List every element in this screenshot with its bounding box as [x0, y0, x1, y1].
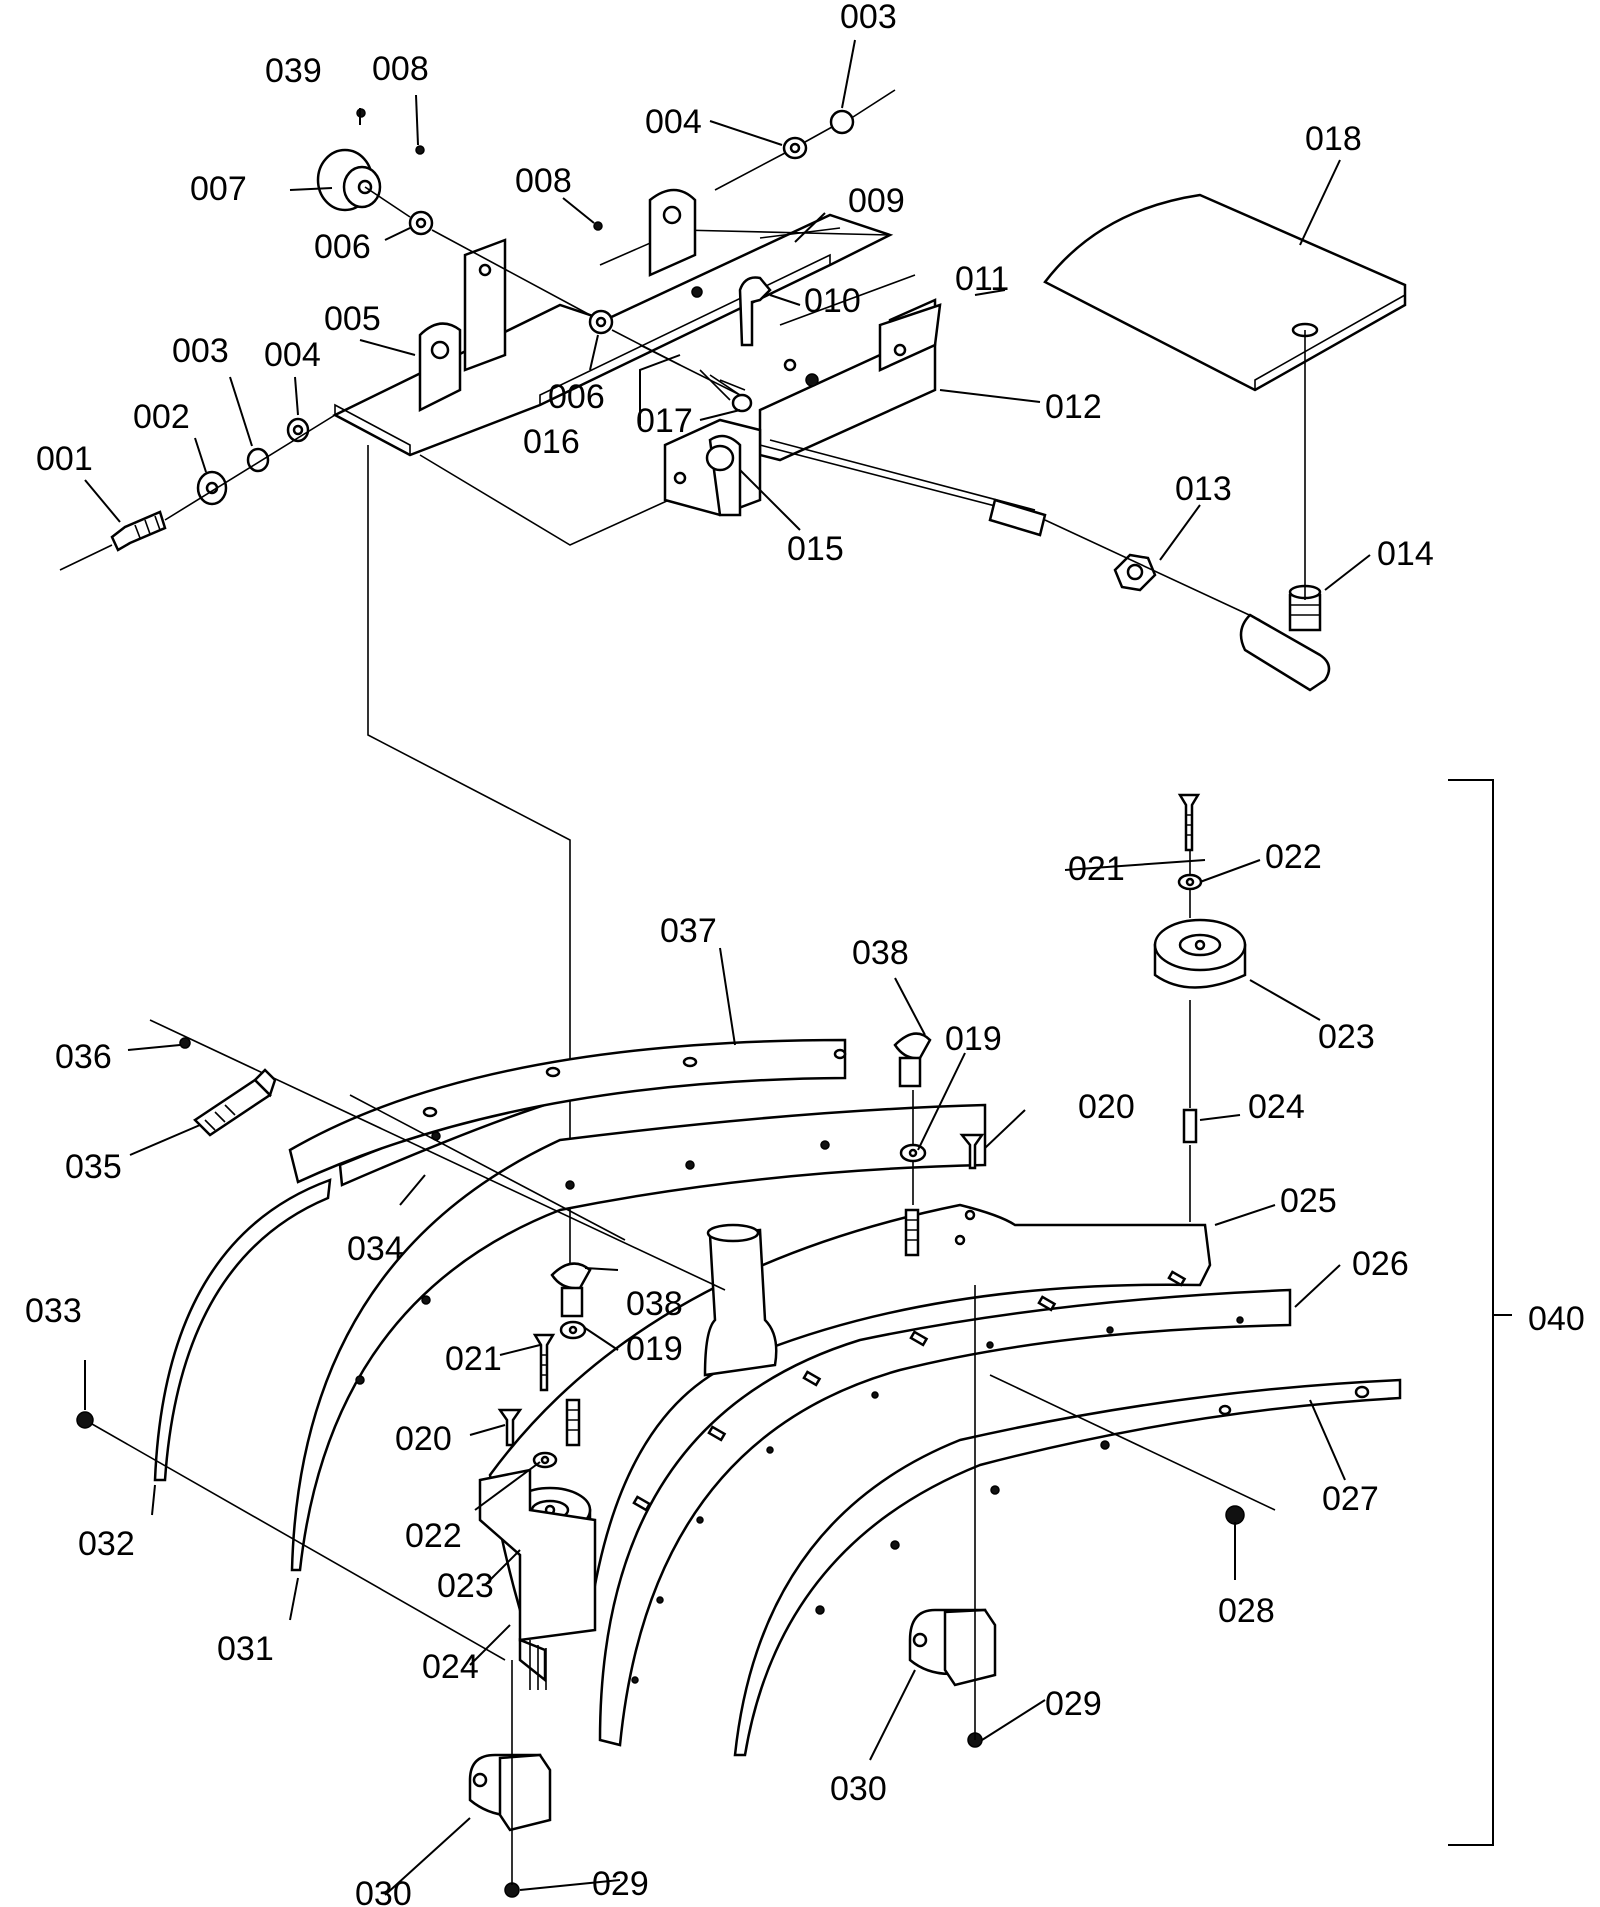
callout-026: 026	[1352, 1245, 1409, 1283]
callout-013: 013	[1175, 470, 1232, 508]
guide-032	[153, 1178, 332, 1482]
callout-040: 040	[1528, 1300, 1585, 1338]
callout-labels: 001 002 003 004 005 006 007 008 039 008 …	[25, 0, 1585, 1907]
bolt-001	[110, 510, 167, 552]
connection-line	[367, 445, 571, 1275]
callout-014: 014	[1377, 535, 1434, 573]
group-bracket-040	[1448, 779, 1494, 1846]
callout-039: 039	[265, 52, 322, 90]
screw-020-lower	[497, 1408, 523, 1447]
callout-005: 005	[324, 300, 381, 338]
hook-010	[738, 276, 772, 347]
callout-017: 017	[636, 402, 693, 440]
spacer-003-top	[829, 109, 855, 135]
callout-028: 028	[1218, 1592, 1275, 1630]
bracket-ear-right	[648, 188, 697, 277]
pulley-007	[316, 148, 382, 212]
callout-006-left: 006	[314, 228, 371, 266]
screw-033	[76, 1411, 94, 1429]
latch-035	[193, 1068, 277, 1137]
callout-015: 015	[787, 530, 844, 568]
callout-023-upper: 023	[1318, 1018, 1375, 1056]
callout-027: 027	[1322, 1480, 1379, 1518]
callout-034: 034	[347, 1230, 404, 1268]
callout-024-lower: 024	[422, 1648, 479, 1686]
screw-020-upper	[959, 1133, 985, 1170]
bracket-030-upper	[908, 1608, 997, 1687]
callout-003-left: 003	[172, 332, 229, 370]
callout-011: 011	[955, 260, 1009, 298]
wall-031	[290, 1103, 987, 1572]
callout-030-lower: 030	[355, 1875, 412, 1907]
callout-035: 035	[65, 1148, 122, 1186]
callout-031: 031	[217, 1630, 274, 1668]
lower-assembly	[76, 779, 1512, 1898]
callout-016: 016	[523, 423, 580, 461]
callout-019-upper: 019	[945, 1020, 1002, 1058]
callout-029-upper: 029	[1045, 1685, 1102, 1723]
callout-010: 010	[804, 282, 861, 320]
callout-020-upper: 020	[1078, 1088, 1135, 1126]
callout-036: 036	[55, 1038, 112, 1076]
callout-009: 009	[848, 182, 905, 220]
callout-003-top: 003	[840, 0, 897, 36]
bolt-021-upper	[1177, 793, 1201, 852]
upper-assembly	[59, 89, 1407, 692]
chute	[703, 1228, 778, 1377]
callout-021-lower: 021	[445, 1340, 502, 1378]
base-plate-025	[488, 1203, 1212, 1617]
rail-037	[288, 1038, 847, 1184]
callout-007: 007	[190, 170, 247, 208]
nut-036	[179, 1037, 191, 1049]
plug-038-lower	[550, 1262, 592, 1318]
roller-023-upper	[1153, 918, 1247, 989]
callout-029-lower: 029	[592, 1865, 649, 1903]
callout-001: 001	[36, 440, 93, 478]
callout-008-right: 008	[515, 162, 572, 200]
callout-019-lower: 019	[626, 1330, 683, 1368]
callout-004-left: 004	[264, 336, 321, 374]
nut-029-lower	[504, 1882, 520, 1898]
bolt-021-lower	[532, 1333, 556, 1392]
callout-037: 037	[660, 912, 717, 950]
bracket-030-lower	[468, 1753, 552, 1832]
callout-021-upper: 021	[1068, 850, 1125, 888]
callout-033: 033	[25, 1292, 82, 1330]
callout-032: 032	[78, 1525, 135, 1563]
callout-022-lower: 022	[405, 1517, 462, 1555]
nut-028	[1225, 1505, 1245, 1525]
plug-038-upper	[893, 1032, 932, 1088]
callout-018: 018	[1305, 120, 1362, 158]
bracket-ear-left	[418, 322, 462, 413]
callout-006-right: 006	[548, 378, 605, 416]
rail-027	[733, 1378, 1402, 1757]
tee-014	[1239, 613, 1331, 692]
callout-012: 012	[1045, 388, 1102, 426]
callout-025: 025	[1280, 1182, 1337, 1220]
cover-018	[1043, 193, 1407, 392]
callout-004-top: 004	[645, 103, 702, 141]
shaft	[759, 444, 1031, 516]
callout-020-lower: 020	[395, 1420, 452, 1458]
callout-022-upper: 022	[1265, 838, 1322, 876]
callout-024-upper: 024	[1248, 1088, 1305, 1126]
callout-038-lower: 038	[626, 1285, 683, 1323]
callout-038-upper: 038	[852, 934, 909, 972]
callout-002: 002	[133, 398, 190, 436]
callout-023-lower: 023	[437, 1567, 494, 1605]
callout-030-upper: 030	[830, 1770, 887, 1808]
pin-024-upper	[1182, 1108, 1198, 1144]
callout-008-left: 008	[372, 50, 429, 88]
rail-026	[598, 1288, 1292, 1747]
leader-lines	[84, 39, 1371, 1896]
